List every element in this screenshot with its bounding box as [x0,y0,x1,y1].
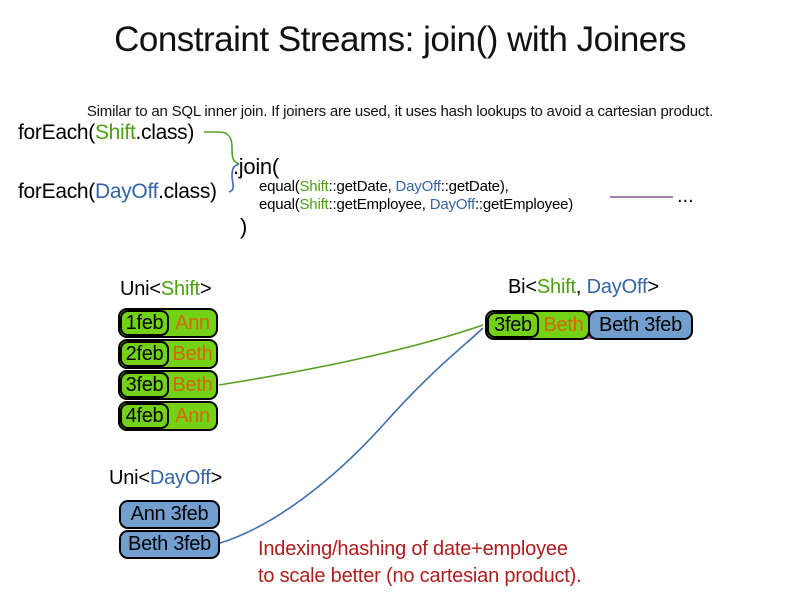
uni-shift-label: Uni<Shift> [120,278,212,301]
code-text: .class) [135,121,195,144]
label-text: Uni< [109,467,150,489]
code-text: forEach( [18,180,95,203]
label-text: Bi< [508,276,537,298]
date-cell: 1feb [120,310,169,336]
code-joiner-employee: equal(Shift::getEmployee, DayOff::getEmp… [259,196,573,213]
code-text: .class) [158,180,217,203]
label-text: Uni< [120,278,161,300]
uni-shift-row-1: 1feb Ann [118,308,218,338]
bi-row-shift-part: 3feb Beth [485,310,590,340]
code-text: ::getDate), [440,178,509,195]
note-line-1: Indexing/hashing of date+employee [258,538,568,560]
dayoff-cell: Ann 3feb [130,503,209,525]
dayoff-class-token: DayOff [94,180,159,203]
label-text: > [647,276,659,298]
label-text: > [210,467,223,489]
dayoff-class-token: DayOff [429,196,475,213]
slide-subtitle: Similar to an SQL inner join. If joiners… [86,103,714,120]
code-text: equal( [259,178,300,195]
employee-cell: Beth [172,373,213,396]
ellipsis: ... [677,185,694,207]
shift-class-token: Shift [299,178,329,195]
code-foreach-dayoff: forEach(DayOff.class) [18,180,217,204]
uni-dayoff-label: Uni<DayOff> [109,467,222,490]
date-cell: 4feb [120,403,169,429]
code-text: ::getEmployee, [328,196,430,213]
code-joiner-date: equal(Shift::getDate, DayOff::getDate), [259,178,509,195]
employee-cell: Beth [172,342,213,365]
code-foreach-shift: forEach(Shift.class) [18,121,194,145]
uni-shift-row-2: 2feb Beth [118,339,218,369]
note-line-2: to scale better (no cartesian product). [258,565,582,587]
uni-shift-row-4: 4feb Ann [118,401,218,431]
dayoff-type-token: DayOff [586,276,648,298]
bi-row-dayoff-part: Beth 3feb [588,310,693,340]
dayoff-cell: Beth 3feb [128,533,211,555]
date-cell: 2feb [120,341,169,367]
shift-type-token: Shift [160,278,200,300]
uni-dayoff-row-1: Ann 3feb [119,500,220,529]
code-text: ::getDate, [328,178,396,195]
dayoff-to-bi-connector [219,327,484,544]
shift-type-token: Shift [536,276,576,298]
uni-shift-row-3: 3feb Beth [118,370,218,400]
date-cell: 3feb [487,312,539,338]
bi-label: Bi<Shift, DayOff> [508,276,659,299]
shift-class-token: Shift [299,196,329,213]
employee-cell: Ann [175,311,210,334]
shift-to-bi-connector [218,324,484,386]
code-text: ::getEmployee) [474,196,574,213]
slide-title: Constraint Streams: join() with Joiners [114,20,686,59]
dayoff-cell: Beth 3feb [599,313,682,336]
code-text: forEach( [18,121,95,144]
shift-class-token: Shift [94,121,136,144]
label-text: , [575,276,587,298]
code-join-open: .join( [233,154,279,179]
dayoff-type-token: DayOff [149,467,211,489]
code-text: equal( [259,196,300,213]
uni-dayoff-row-2: Beth 3feb [119,530,220,559]
dayoff-class-token: DayOff [395,178,441,195]
date-cell: 3feb [120,372,169,398]
label-text: > [199,278,212,300]
employee-cell: Beth [543,313,584,336]
code-join-close: ) [240,214,248,239]
indexing-note: Indexing/hashing of date+employee to sca… [258,536,582,590]
employee-cell: Ann [175,404,210,427]
